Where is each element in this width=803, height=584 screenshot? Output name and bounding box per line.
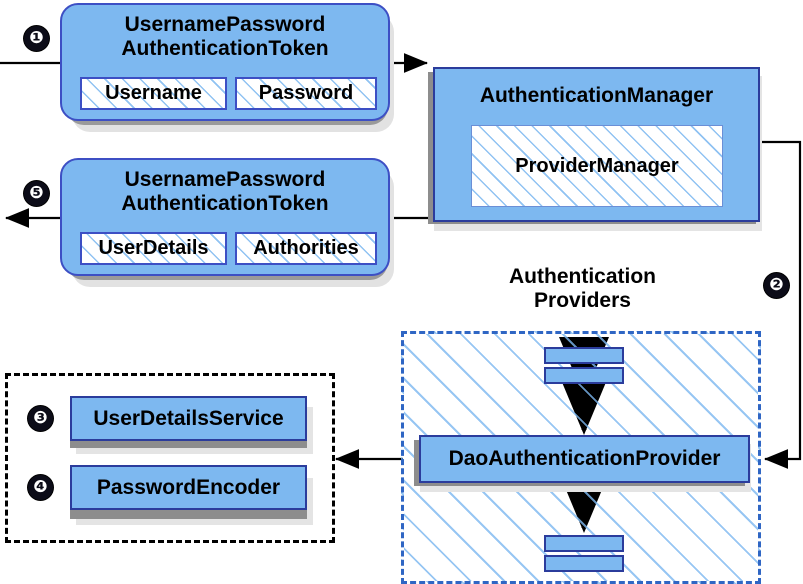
request-token-title: UsernamePassword AuthenticationToken [121,13,329,60]
response-token-box[interactable]: UsernamePassword AuthenticationToken Use… [60,158,390,276]
request-token-box[interactable]: UsernamePassword AuthenticationToken Use… [60,3,390,121]
supporting-services-container [5,373,335,543]
provider-placeholder-bar-1 [544,347,624,364]
password-encoder-box[interactable]: PasswordEncoder [70,465,307,510]
user-details-service-box[interactable]: UserDetailsService [70,396,307,441]
step-badge-3: ❸ [28,406,53,431]
response-token-field-authorities: Authorities [235,232,377,265]
step-badge-5: ❺ [24,181,49,206]
request-token-field-username: Username [80,77,227,110]
response-token-title: UsernamePassword AuthenticationToken [121,168,329,215]
dao-authentication-provider-box[interactable]: DaoAuthenticationProvider [419,435,750,483]
provider-placeholder-bar-3 [544,535,624,552]
response-token-field-userdetails: UserDetails [80,232,227,265]
provider-placeholder-bar-2 [544,367,624,384]
authentication-providers-caption: Authentication Providers [509,265,656,313]
step-badge-2: ❷ [764,273,789,298]
step-badge-4: ❹ [28,475,53,500]
authentication-manager-title: AuthenticationManager [479,84,714,107]
provider-manager-box: ProviderManager [471,125,723,207]
authentication-manager-box[interactable]: AuthenticationManager ProviderManager [433,67,760,222]
request-token-field-password: Password [235,77,377,110]
step-badge-1: ❶ [24,26,49,51]
provider-placeholder-bar-4 [544,555,624,572]
